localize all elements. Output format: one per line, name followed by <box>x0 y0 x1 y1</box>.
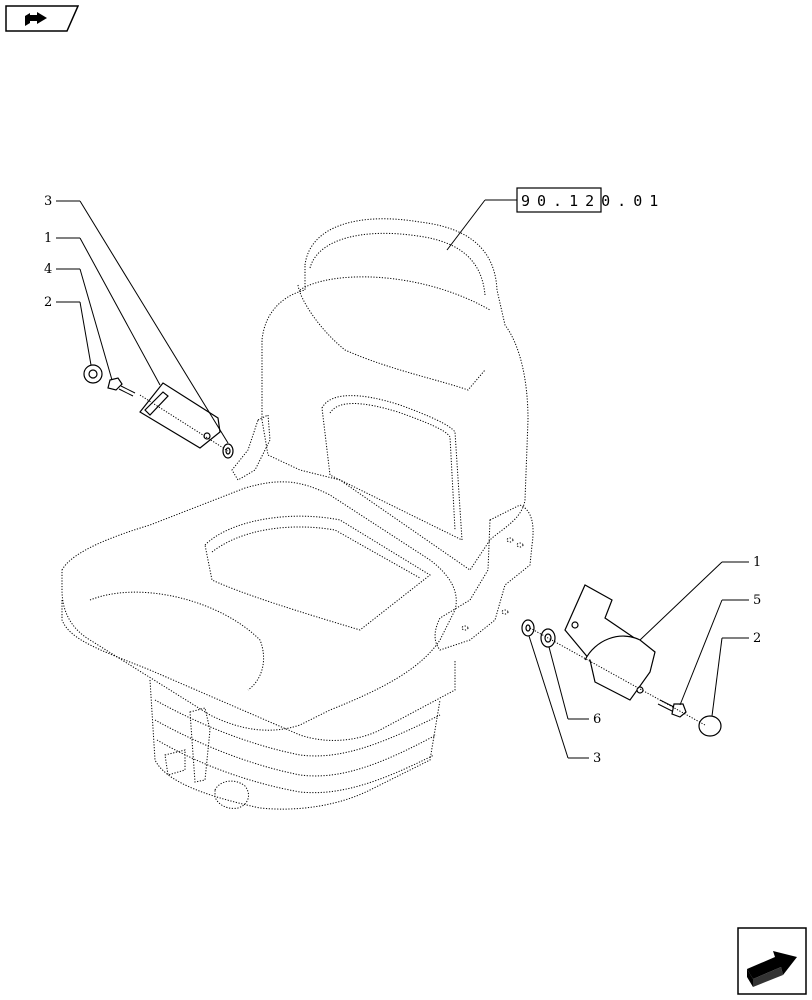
svg-text:5: 5 <box>753 593 761 608</box>
callout-left-2: 2 <box>44 295 92 366</box>
svg-text:2: 2 <box>753 631 761 646</box>
right-washer-3-part <box>521 619 535 637</box>
reference-text: 90.120.01 <box>521 192 665 210</box>
callout-right-5: 5 <box>679 593 761 706</box>
svg-text:2: 2 <box>44 295 52 310</box>
next-page-arrow-icon <box>737 927 807 995</box>
reference-label: 90.120.01 <box>446 187 665 251</box>
callout-left-4: 4 <box>44 262 113 381</box>
previous-page-arrow-icon <box>5 5 80 32</box>
left-buckle-part <box>139 382 221 449</box>
next-page-button[interactable] <box>737 927 807 995</box>
svg-text:3: 3 <box>593 751 601 766</box>
svg-text:4: 4 <box>44 262 52 277</box>
callout-left-1: 1 <box>44 231 161 386</box>
right-cap-part <box>698 715 722 737</box>
callout-left-3: 3 <box>44 194 229 444</box>
left-cap-part <box>83 364 103 384</box>
right-bolt-part <box>657 699 687 718</box>
left-assembly-axis <box>139 394 229 452</box>
callout-bottom-6: 6 <box>548 646 601 727</box>
seat-illustration <box>61 218 534 810</box>
svg-text:1: 1 <box>753 555 761 570</box>
svg-text:6: 6 <box>593 712 601 727</box>
left-bolt-part <box>107 377 136 397</box>
svg-text:3: 3 <box>44 194 52 209</box>
previous-page-button[interactable] <box>5 5 80 32</box>
callout-right-1: 1 <box>639 555 761 641</box>
callout-right-2: 2 <box>711 631 761 717</box>
callout-bottom-3: 3 <box>528 635 601 766</box>
right-buckle-part <box>564 584 656 701</box>
svg-text:1: 1 <box>44 231 52 246</box>
